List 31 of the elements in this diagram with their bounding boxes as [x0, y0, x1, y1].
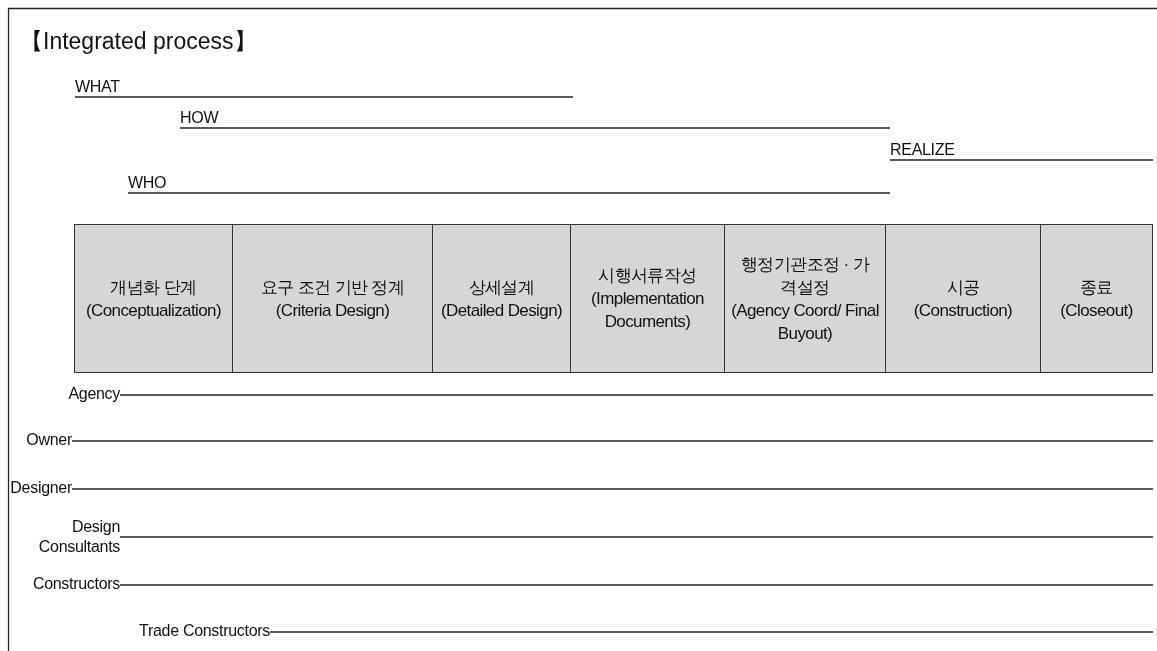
- phase-cell: [432, 224, 571, 373]
- role-label: Owner: [26, 431, 72, 449]
- phase-name: 상세설계: [467, 276, 536, 299]
- role-label: Design Consultants: [37, 517, 120, 557]
- phase-translation: (Criteria Design): [275, 299, 390, 322]
- phase-name: 종료: [1079, 276, 1114, 299]
- phase-translation: (Agency Coord/ Final Buyout): [730, 299, 880, 345]
- title: 【Integrated process】: [20, 27, 257, 56]
- role-label: Trade Constructors: [139, 622, 270, 640]
- phase-cell: [885, 224, 1041, 373]
- phase-name: 개념화 단계: [109, 276, 198, 299]
- phase-translation: (Construction): [913, 299, 1013, 322]
- phase-cell: [232, 224, 433, 373]
- phase-translation: (Conceptualization): [85, 299, 222, 322]
- phase-label: WHAT: [75, 78, 120, 96]
- phase-cell: [74, 224, 233, 373]
- phase-name: 행정기관조정 · 가격설정: [739, 253, 871, 299]
- phase-translation: (Closeout): [1060, 299, 1133, 322]
- role-label: Constructors: [32, 575, 120, 593]
- phase-cell: [570, 224, 725, 373]
- phase-name: 요구 조건 기반 정계: [259, 276, 406, 299]
- phase-label: REALIZE: [890, 141, 955, 159]
- phase-name: 시공: [945, 276, 981, 299]
- phase-label: HOW: [180, 109, 219, 127]
- phase-translation: (Implementation Documents): [590, 288, 705, 333]
- phase-cell: [1040, 224, 1153, 373]
- role-label: Designer: [10, 479, 72, 497]
- phase-name: 시행서류작성: [597, 265, 698, 287]
- phase-label: WHO: [128, 174, 167, 192]
- phase-cell: [724, 224, 886, 373]
- phase-translation: (Detailed Design): [440, 299, 563, 322]
